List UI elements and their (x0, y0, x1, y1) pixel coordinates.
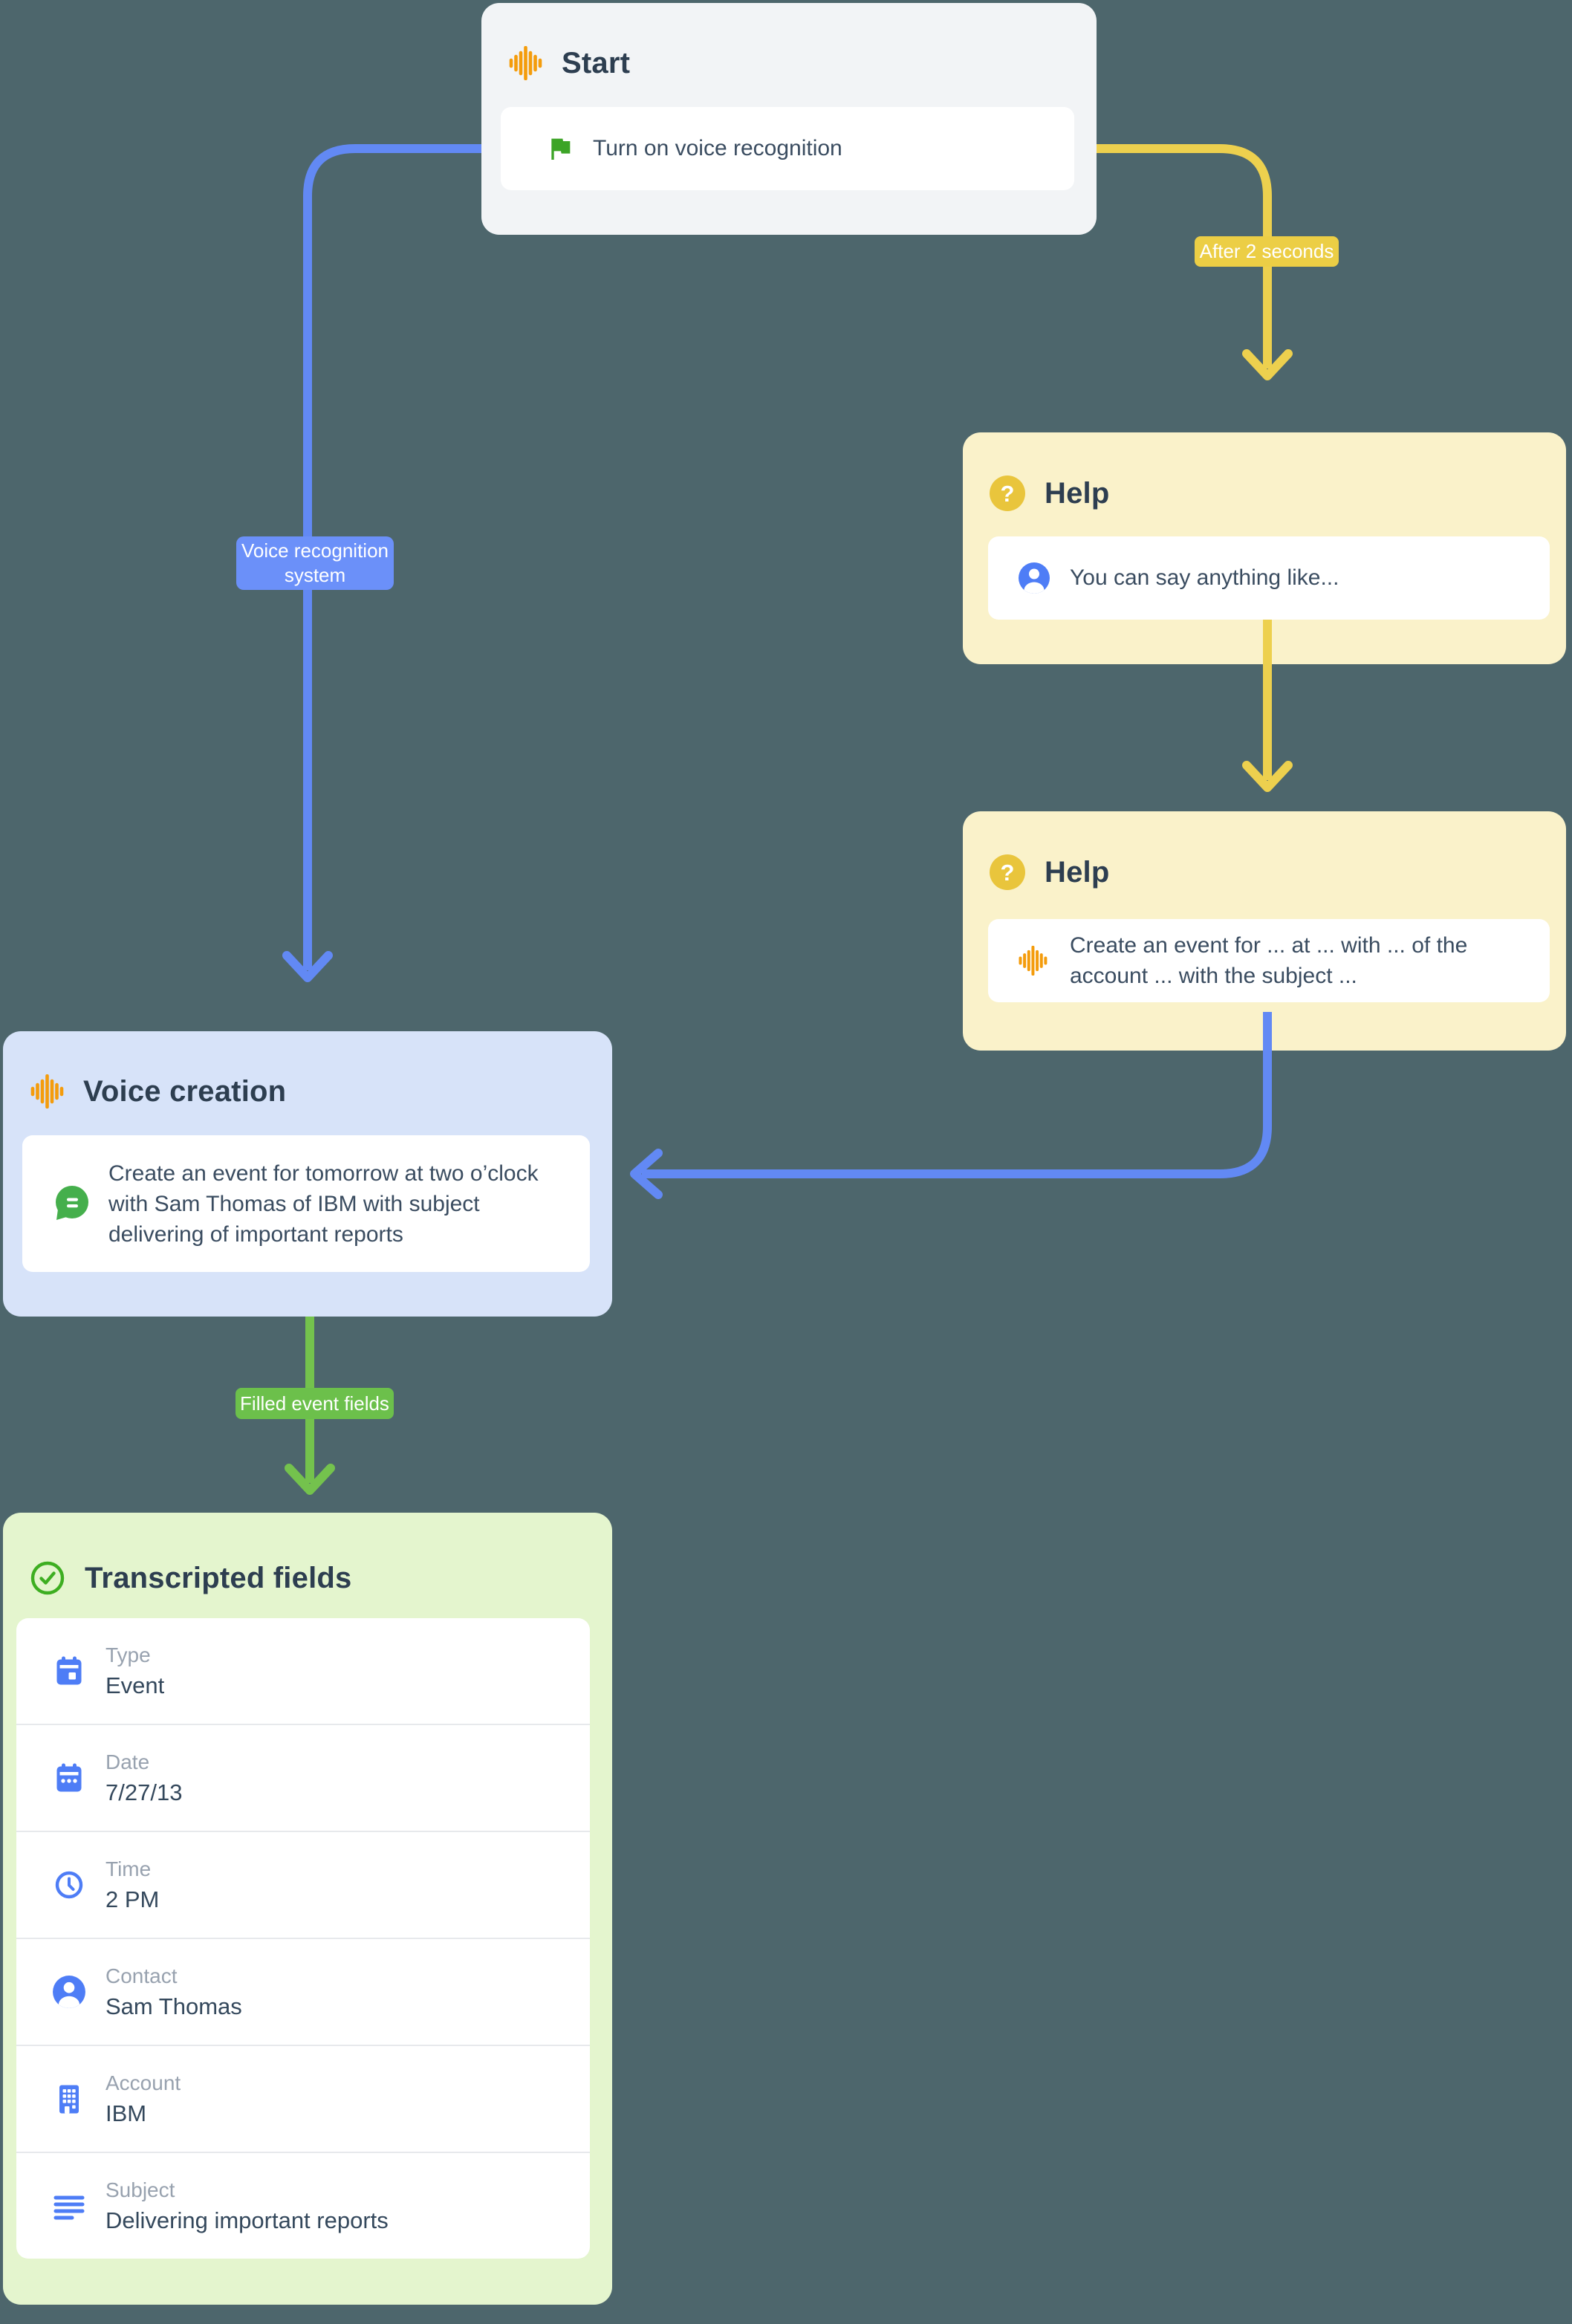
edge-label-voice-recognition-system[interactable]: Voice recognition system (236, 536, 394, 590)
clock-icon (52, 1868, 86, 1902)
node-title: Help (1045, 855, 1110, 889)
field-label: Subject (105, 2178, 175, 2201)
arrowhead-start-to-help-1 (1242, 349, 1293, 380)
field-label: Account (105, 2071, 181, 2094)
help-2-message-text: Create an event for ... at ... with ... … (1070, 933, 1468, 988)
start-message-text: Turn on voice recognition (593, 136, 842, 160)
edge-label-after-2-seconds[interactable]: After 2 seconds (1195, 236, 1339, 267)
node-title: Transcripted fields (85, 1561, 352, 1594)
field-value: Sam Thomas (105, 1993, 242, 2019)
node-title: Voice creation (83, 1074, 287, 1108)
field-row-account[interactable]: Account IBM (16, 2045, 590, 2152)
node-help-2-header: Help (990, 854, 1109, 890)
arrowhead-help-2-to-voice-creation (630, 1149, 663, 1199)
arrowhead-start-to-voice-creation (282, 951, 333, 982)
field-row-subject[interactable]: Subject Delivering important reports (16, 2152, 590, 2259)
node-title: Help (1045, 476, 1110, 510)
field-value: IBM (105, 2100, 147, 2126)
node-start-header: Start (508, 46, 630, 80)
voice-creation-message-text: Create an event for tomorrow at two o’cl… (108, 1161, 539, 1247)
field-value: Delivering important reports (105, 2207, 389, 2233)
fields-list: Type Event Date 7/27/13 Time 2 PM (16, 1618, 590, 2259)
node-transcripted-fields[interactable]: Transcripted fields Type Event Date 7/27… (3, 1513, 612, 2305)
field-row-date[interactable]: Date 7/27/13 (16, 1724, 590, 1831)
question-icon (990, 854, 1025, 890)
help-2-message-card[interactable]: Create an event for ... at ... with ... … (988, 919, 1550, 1002)
waveform-icon (508, 46, 542, 80)
event-icon (52, 1654, 86, 1688)
field-row-contact[interactable]: Contact Sam Thomas (16, 1938, 590, 2045)
arrowhead-help-1-to-help-2 (1242, 761, 1293, 792)
edge-label-filled-event-fields[interactable]: Filled event fields (236, 1388, 394, 1419)
building-icon (52, 2082, 86, 2116)
node-start[interactable]: Start Turn on voice recognition (481, 3, 1097, 235)
voice-creation-message-card[interactable]: Create an event for tomorrow at two o’cl… (22, 1135, 590, 1272)
question-icon (990, 475, 1025, 511)
field-value: Event (105, 1672, 165, 1698)
chat-icon (51, 1183, 92, 1224)
node-help-1[interactable]: Help You can say anything like... (963, 432, 1566, 664)
field-row-time[interactable]: Time 2 PM (16, 1831, 590, 1938)
check-circle-icon (30, 1560, 65, 1596)
node-voice-creation[interactable]: Voice creation Create an event for tomor… (3, 1031, 612, 1317)
arrowhead-voice-creation-to-fields (285, 1464, 335, 1495)
start-message-card[interactable]: Turn on voice recognition (501, 107, 1074, 190)
person-icon (1018, 562, 1050, 594)
field-label: Contact (105, 1964, 178, 1987)
field-value: 7/27/13 (105, 1779, 183, 1805)
waveform-icon (30, 1074, 64, 1109)
node-voice-creation-header: Voice creation (30, 1074, 286, 1109)
help-1-message-text: You can say anything like... (1070, 565, 1339, 590)
field-row-type[interactable]: Type Event (16, 1618, 590, 1724)
waveform-icon (1018, 946, 1048, 976)
calendar-icon (52, 1761, 86, 1795)
person-icon (52, 1975, 86, 2009)
node-title: Start (562, 46, 631, 79)
help-1-message-card[interactable]: You can say anything like... (988, 536, 1550, 620)
node-transcripted-fields-header: Transcripted fields (30, 1560, 351, 1596)
field-value: 2 PM (105, 1886, 160, 1912)
subject-icon (52, 2189, 86, 2223)
field-label: Date (105, 1750, 150, 1773)
node-help-2[interactable]: Help Create an event for ... at ... with… (963, 811, 1566, 1051)
field-label: Type (105, 1643, 151, 1666)
field-label: Time (105, 1857, 152, 1880)
node-help-1-header: Help (990, 475, 1109, 511)
flag-icon (545, 134, 575, 163)
